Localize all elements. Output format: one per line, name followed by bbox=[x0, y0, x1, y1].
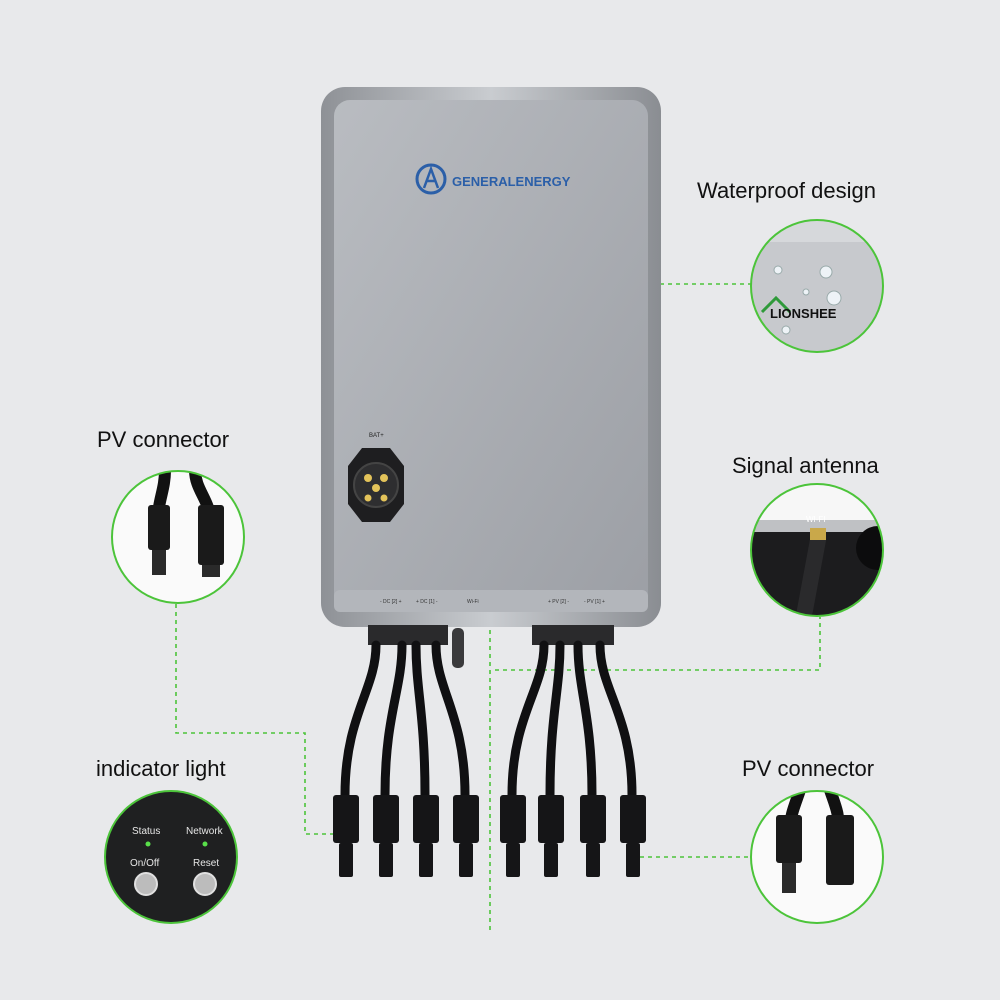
callout-lines bbox=[175, 283, 821, 930]
onoff-button bbox=[134, 872, 158, 896]
pv-connector-right-inset bbox=[750, 790, 884, 924]
port-label-dc2: - DC [2] + bbox=[380, 599, 402, 605]
watermark-text: LIONSHEE bbox=[770, 306, 837, 321]
waterproof-inset bbox=[750, 219, 884, 353]
port-label-wifi: Wi-Fi bbox=[467, 599, 479, 605]
callout-line-pv-left bbox=[175, 604, 340, 835]
battery-port bbox=[348, 448, 404, 522]
callout-pv-connector-right: PV connector bbox=[742, 756, 875, 781]
mc4-connectors bbox=[333, 795, 646, 877]
brand-logo-icon bbox=[415, 163, 447, 195]
inverter-body bbox=[321, 87, 661, 668]
pv-connector-left-inset bbox=[111, 470, 245, 604]
antenna-wifi-label: WI-FI bbox=[806, 515, 826, 524]
dc-cables bbox=[340, 640, 637, 800]
port-label-pv1: - PV [1] + bbox=[584, 599, 605, 605]
brand-name: GENERALENERGY bbox=[452, 174, 571, 189]
callout-line-antenna bbox=[495, 617, 821, 671]
callout-waterproof-design: Waterproof design bbox=[697, 178, 876, 203]
callout-pv-connector-left: PV connector bbox=[97, 427, 230, 452]
port-label-pv2: + PV [2] - bbox=[548, 599, 569, 605]
callout-indicator-light: indicator light bbox=[96, 756, 226, 781]
port-label-bat: BAT+ bbox=[369, 433, 384, 439]
indicator-reset-label: Reset bbox=[193, 858, 219, 869]
port-label-dc1: + DC [1] - bbox=[416, 599, 438, 605]
indicator-inset bbox=[104, 790, 238, 924]
reset-button bbox=[193, 872, 217, 896]
callout-signal-antenna: Signal antenna bbox=[732, 453, 879, 478]
indicator-onoff-label: On/Off bbox=[130, 858, 159, 869]
indicator-status-label: Status bbox=[132, 826, 160, 837]
antenna-inset bbox=[750, 483, 884, 617]
indicator-network-label: Network bbox=[186, 826, 224, 837]
